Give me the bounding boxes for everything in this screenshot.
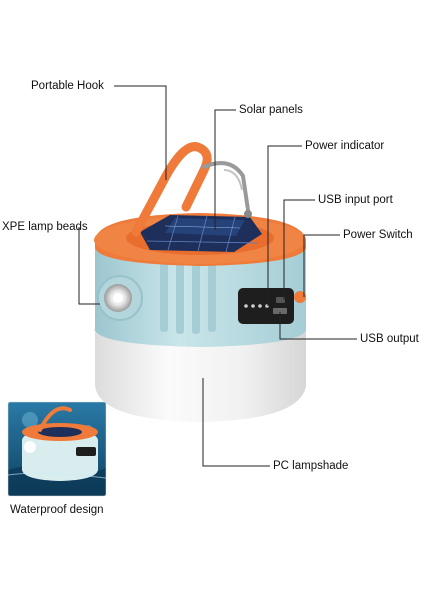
- usb-output-port-shape: [273, 308, 287, 314]
- label-pc-lampshade: PC lampshade: [273, 460, 349, 472]
- label-usb-input-port: USB input port: [318, 194, 393, 206]
- label-power-switch: Power Switch: [343, 229, 413, 241]
- indicator-light: [251, 304, 255, 308]
- usb-input-port-shape: [276, 297, 285, 303]
- hook-icon: [131, 142, 252, 237]
- leader-lines: [78, 85, 357, 467]
- label-xpe-lamp-beads: XPE lamp beads: [2, 221, 88, 233]
- solar-panel-icon: [140, 215, 262, 253]
- led-lamp-icon: [97, 275, 143, 321]
- label-portable-hook: Portable Hook: [31, 80, 104, 92]
- indicator-light: [258, 304, 262, 308]
- power-button-icon: [294, 291, 306, 303]
- label-usb-output: USB output: [360, 333, 419, 345]
- label-power-indicator: Power indicator: [305, 140, 385, 152]
- waterproof-inset-photo: [8, 402, 106, 496]
- label-solar-panels: Solar panels: [239, 104, 303, 116]
- inset-caption: Waterproof design: [10, 504, 104, 516]
- indicator-light: [244, 304, 248, 308]
